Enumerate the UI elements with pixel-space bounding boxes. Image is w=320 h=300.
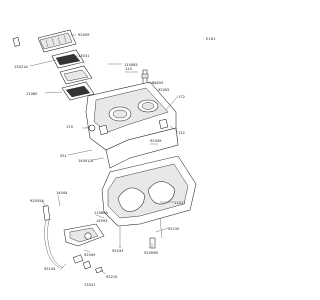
- label-172: 172: [178, 95, 185, 99]
- label-14044: 14044: [56, 191, 68, 195]
- reed-small-part: [12, 37, 21, 47]
- leader-lines: [29, 34, 179, 275]
- label-92049-bot: 92049: [84, 253, 96, 257]
- case-fitting: [82, 124, 96, 132]
- label-170: 170: [66, 125, 74, 129]
- label-92055-a: 92055: [152, 81, 163, 85]
- label-13021A: 13021A: [14, 65, 28, 69]
- lower-crankcase: [101, 155, 197, 248]
- label-11060: 11060: [26, 92, 38, 96]
- exploded-view-drawing: E161: [12, 29, 216, 287]
- label-13031-bot: 13031: [84, 283, 95, 287]
- parts-diagram: E161: [12, 29, 216, 287]
- label-13031: 13031: [78, 54, 89, 58]
- drain-hose: [42, 205, 64, 269]
- bottom-fittings: [72, 237, 156, 274]
- reed-valve-assembly: [12, 29, 95, 101]
- label-132: 132: [178, 131, 185, 135]
- label-92150: 92150: [168, 227, 180, 231]
- label-92055A: 92055A: [30, 199, 44, 203]
- oil-pump-cover: [63, 223, 105, 247]
- label-92144: 92144: [44, 267, 56, 271]
- label-92210: 92210: [106, 275, 118, 279]
- label-110-left: 110: [125, 67, 133, 71]
- label-92055-b: 92055: [158, 88, 169, 92]
- label-551: 551: [60, 154, 67, 158]
- label-92033: 92033: [112, 249, 123, 253]
- page-code: E161: [206, 36, 216, 41]
- upper-crankcase: [85, 81, 179, 169]
- label-92049: 92049: [150, 139, 162, 143]
- label-92009B: 92009B: [144, 251, 158, 255]
- part-labels: 92009 13031 13021A 110085 11060 92055 92…: [14, 33, 185, 287]
- label-11060A: 11060A: [94, 211, 108, 215]
- label-92009-top: 92009: [78, 33, 90, 37]
- label-14001A: 14001/A: [78, 159, 94, 163]
- label-14093: 14093: [96, 219, 107, 223]
- label-110085: 110085: [124, 63, 138, 67]
- label-11011-a: 11011: [174, 201, 185, 205]
